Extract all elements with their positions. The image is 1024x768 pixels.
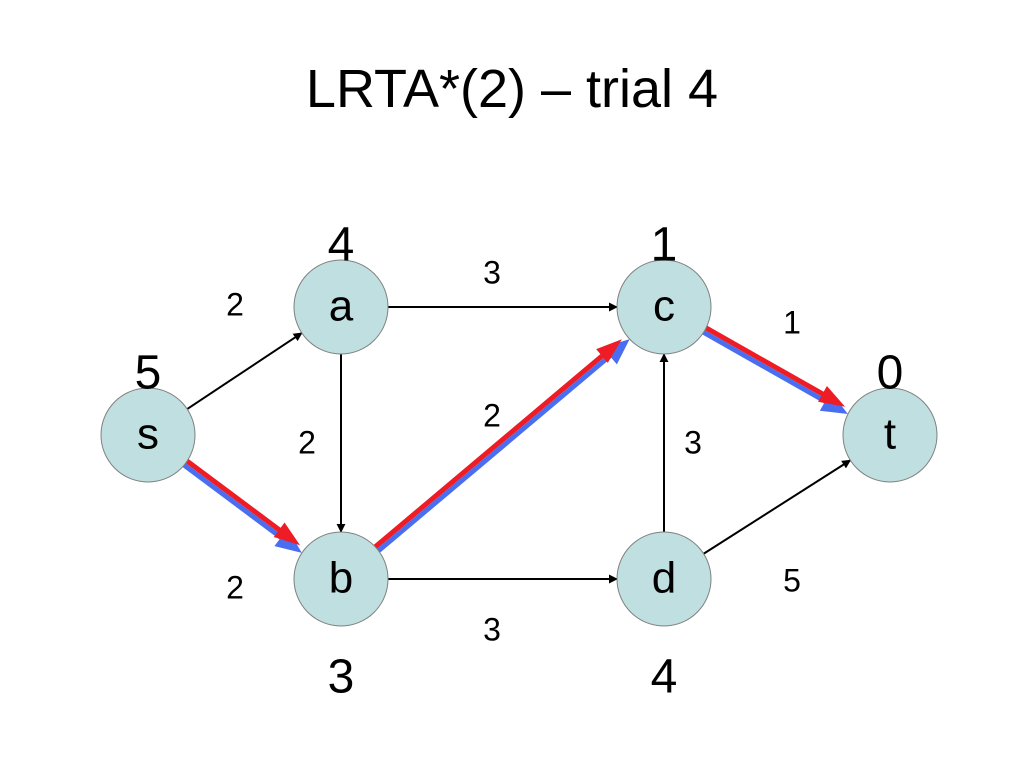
node-circle	[293, 531, 389, 627]
path-arrowhead-red	[273, 522, 301, 546]
edge-cost-label: 5	[783, 562, 801, 598]
path-line-blue	[702, 330, 830, 406]
edge-d-t	[703, 459, 852, 555]
node-label: c	[653, 282, 675, 331]
node-label: d	[652, 554, 676, 603]
node-d: d	[616, 531, 712, 627]
edge-cost-label: 2	[298, 424, 316, 460]
path-line-blue	[182, 463, 286, 542]
heuristic-value: 0	[877, 347, 904, 400]
node-circle	[616, 259, 712, 355]
edge-cost-label: 1	[783, 304, 801, 340]
node-label: s	[137, 410, 159, 459]
node-circle	[100, 387, 196, 483]
node-circle	[293, 259, 389, 355]
slide-title: LRTA*(2) – trial 4	[305, 59, 719, 119]
node-label: b	[329, 554, 353, 603]
edge-s-b	[182, 459, 302, 553]
heuristic-value: 1	[651, 219, 678, 272]
node-circle	[616, 531, 712, 627]
edge-b-c	[373, 339, 630, 553]
node-b: b	[293, 531, 389, 627]
edge-cost-label: 2	[483, 397, 501, 433]
edge-cost-label: 2	[226, 286, 244, 322]
labels-layer: 2 2 3 2 2 3 3 1 5 5 4 3 1 4 0	[135, 219, 904, 704]
node-t: t	[842, 387, 938, 483]
path-arrowhead-red	[596, 339, 622, 363]
heuristic-value: 5	[135, 347, 162, 400]
node-label: a	[329, 282, 354, 331]
edge-s-a	[186, 332, 303, 410]
node-c: c	[616, 259, 712, 355]
edge-cost-label: 2	[226, 569, 244, 605]
heuristic-value: 4	[328, 219, 355, 272]
node-s: s	[100, 387, 196, 483]
edges-layer	[182, 302, 852, 584]
path-line-blue	[376, 351, 615, 553]
node-circle	[842, 387, 938, 483]
node-label: t	[884, 410, 896, 459]
heuristic-value: 4	[651, 651, 678, 704]
edge-line	[186, 332, 303, 410]
path-arrowhead-red	[818, 386, 846, 407]
path-line-red	[373, 350, 609, 549]
edge-cost-label: 3	[684, 424, 702, 460]
edge-c-t	[702, 325, 848, 415]
heuristic-value: 3	[328, 651, 355, 704]
edge-line	[703, 459, 852, 555]
path-line-red	[704, 325, 829, 400]
node-a: a	[293, 259, 389, 355]
edge-cost-label: 3	[483, 254, 501, 290]
nodes-layer: s a b c d t	[100, 259, 938, 627]
path-line-red	[185, 459, 286, 536]
edge-cost-label: 3	[483, 611, 501, 647]
